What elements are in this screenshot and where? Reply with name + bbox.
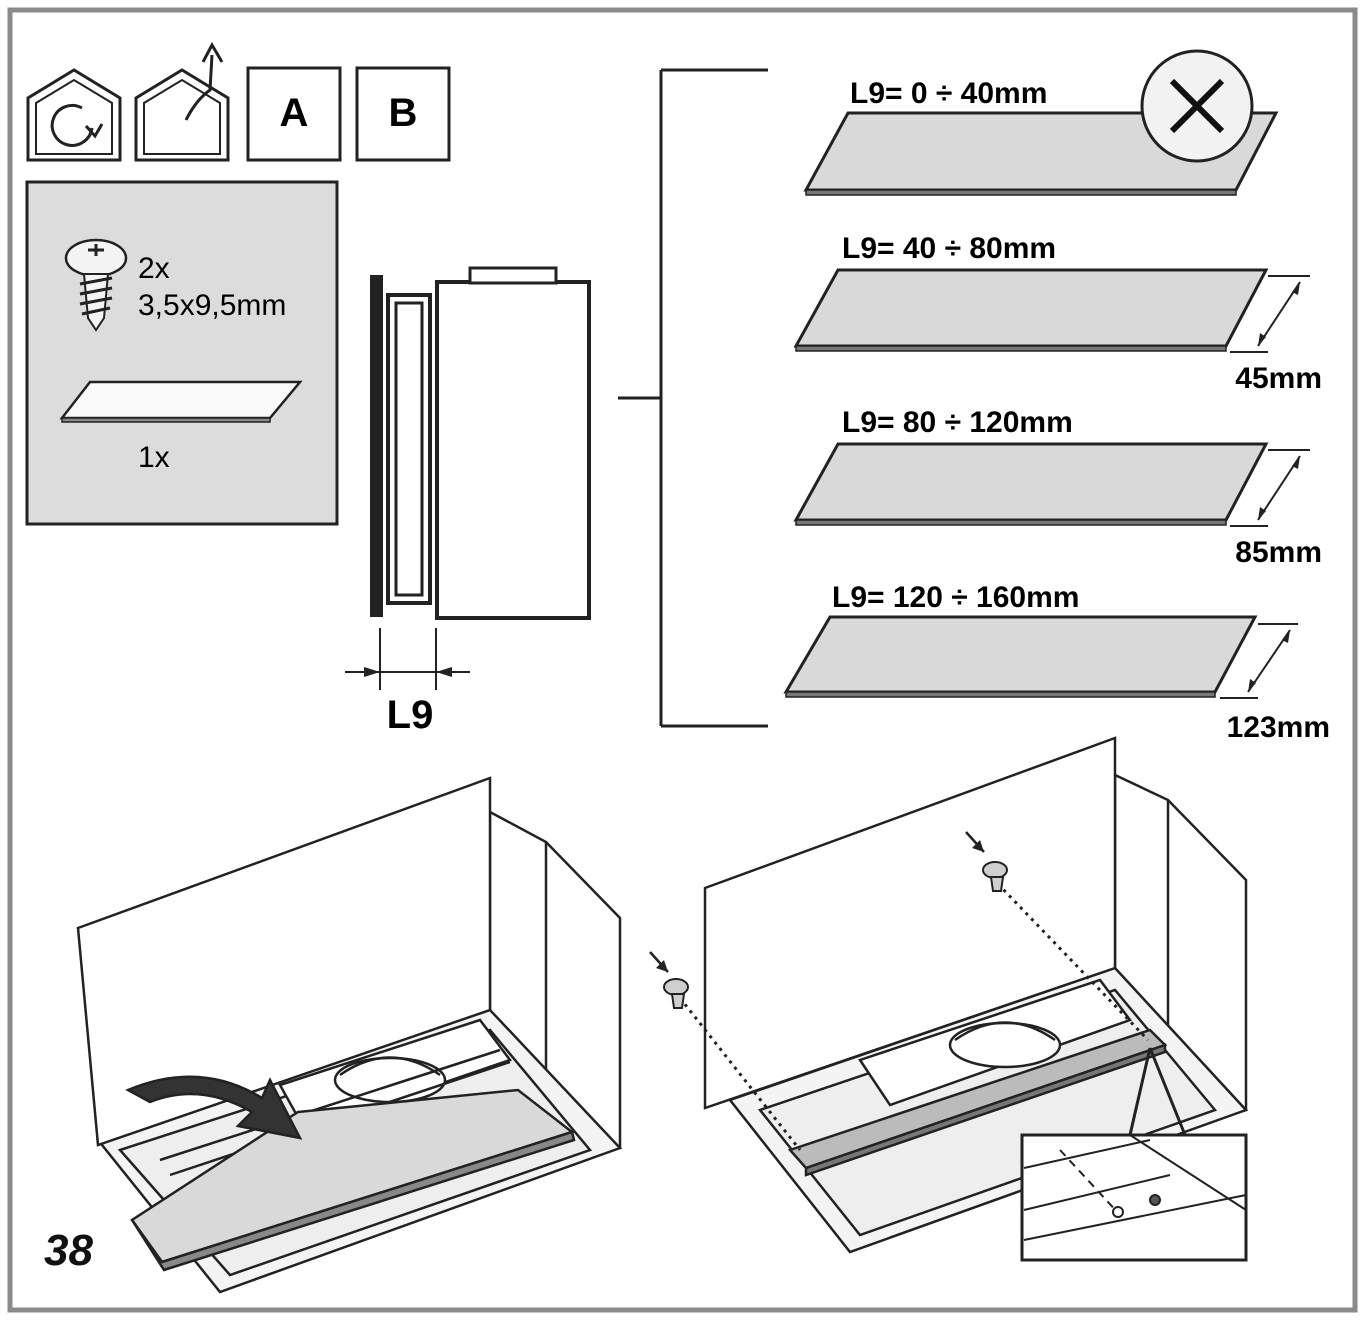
option-range: L9= 80 ÷ 120mm	[842, 406, 1073, 439]
screw-quantity: 2x	[138, 252, 170, 285]
filler-panel-icon	[59, 380, 303, 423]
screw-size: 3,5x9,5mm	[138, 289, 286, 322]
option-40-80: L9= 40 ÷ 80mm 45mm	[793, 232, 1322, 395]
side-view-diagram: L9	[345, 266, 591, 737]
hood-insert-panel-illustration	[76, 776, 623, 1294]
badge-a-label: A	[280, 91, 309, 135]
option-range: L9= 40 ÷ 80mm	[842, 232, 1056, 265]
option-0-40: L9= 0 ÷ 40mm	[803, 49, 1279, 196]
detail-zoom-inset	[1020, 1047, 1248, 1262]
option-range: L9= 0 ÷ 40mm	[850, 77, 1047, 110]
hood-screw-panel-illustration	[703, 736, 1249, 1254]
parts-box: 2x 3,5x9,5mm 1x	[25, 180, 339, 526]
recirculation-mode-icon	[26, 68, 122, 162]
panel-quantity: 1x	[138, 441, 170, 474]
panel-size: 45mm	[1235, 362, 1322, 395]
hood-body	[435, 280, 591, 620]
screw-icon	[649, 831, 1150, 1151]
options-bracket	[618, 68, 768, 728]
not-required-icon	[1140, 49, 1254, 163]
dimension-label: L9	[387, 693, 434, 737]
screw-icon	[64, 238, 128, 332]
option-120-160: L9= 120 ÷ 160mm 123mm	[783, 581, 1330, 744]
badge-b: B	[355, 66, 451, 162]
panel-size: 123mm	[1227, 711, 1330, 744]
page-number: 38	[44, 1226, 93, 1275]
ducted-mode-icon	[134, 41, 230, 162]
panel-size: 85mm	[1235, 536, 1322, 569]
badge-b-label: B	[389, 91, 418, 135]
option-80-120: L9= 80 ÷ 120mm 85mm	[793, 406, 1322, 569]
wall	[370, 275, 383, 617]
badge-a: A	[246, 66, 342, 162]
option-range: L9= 120 ÷ 160mm	[832, 581, 1079, 614]
